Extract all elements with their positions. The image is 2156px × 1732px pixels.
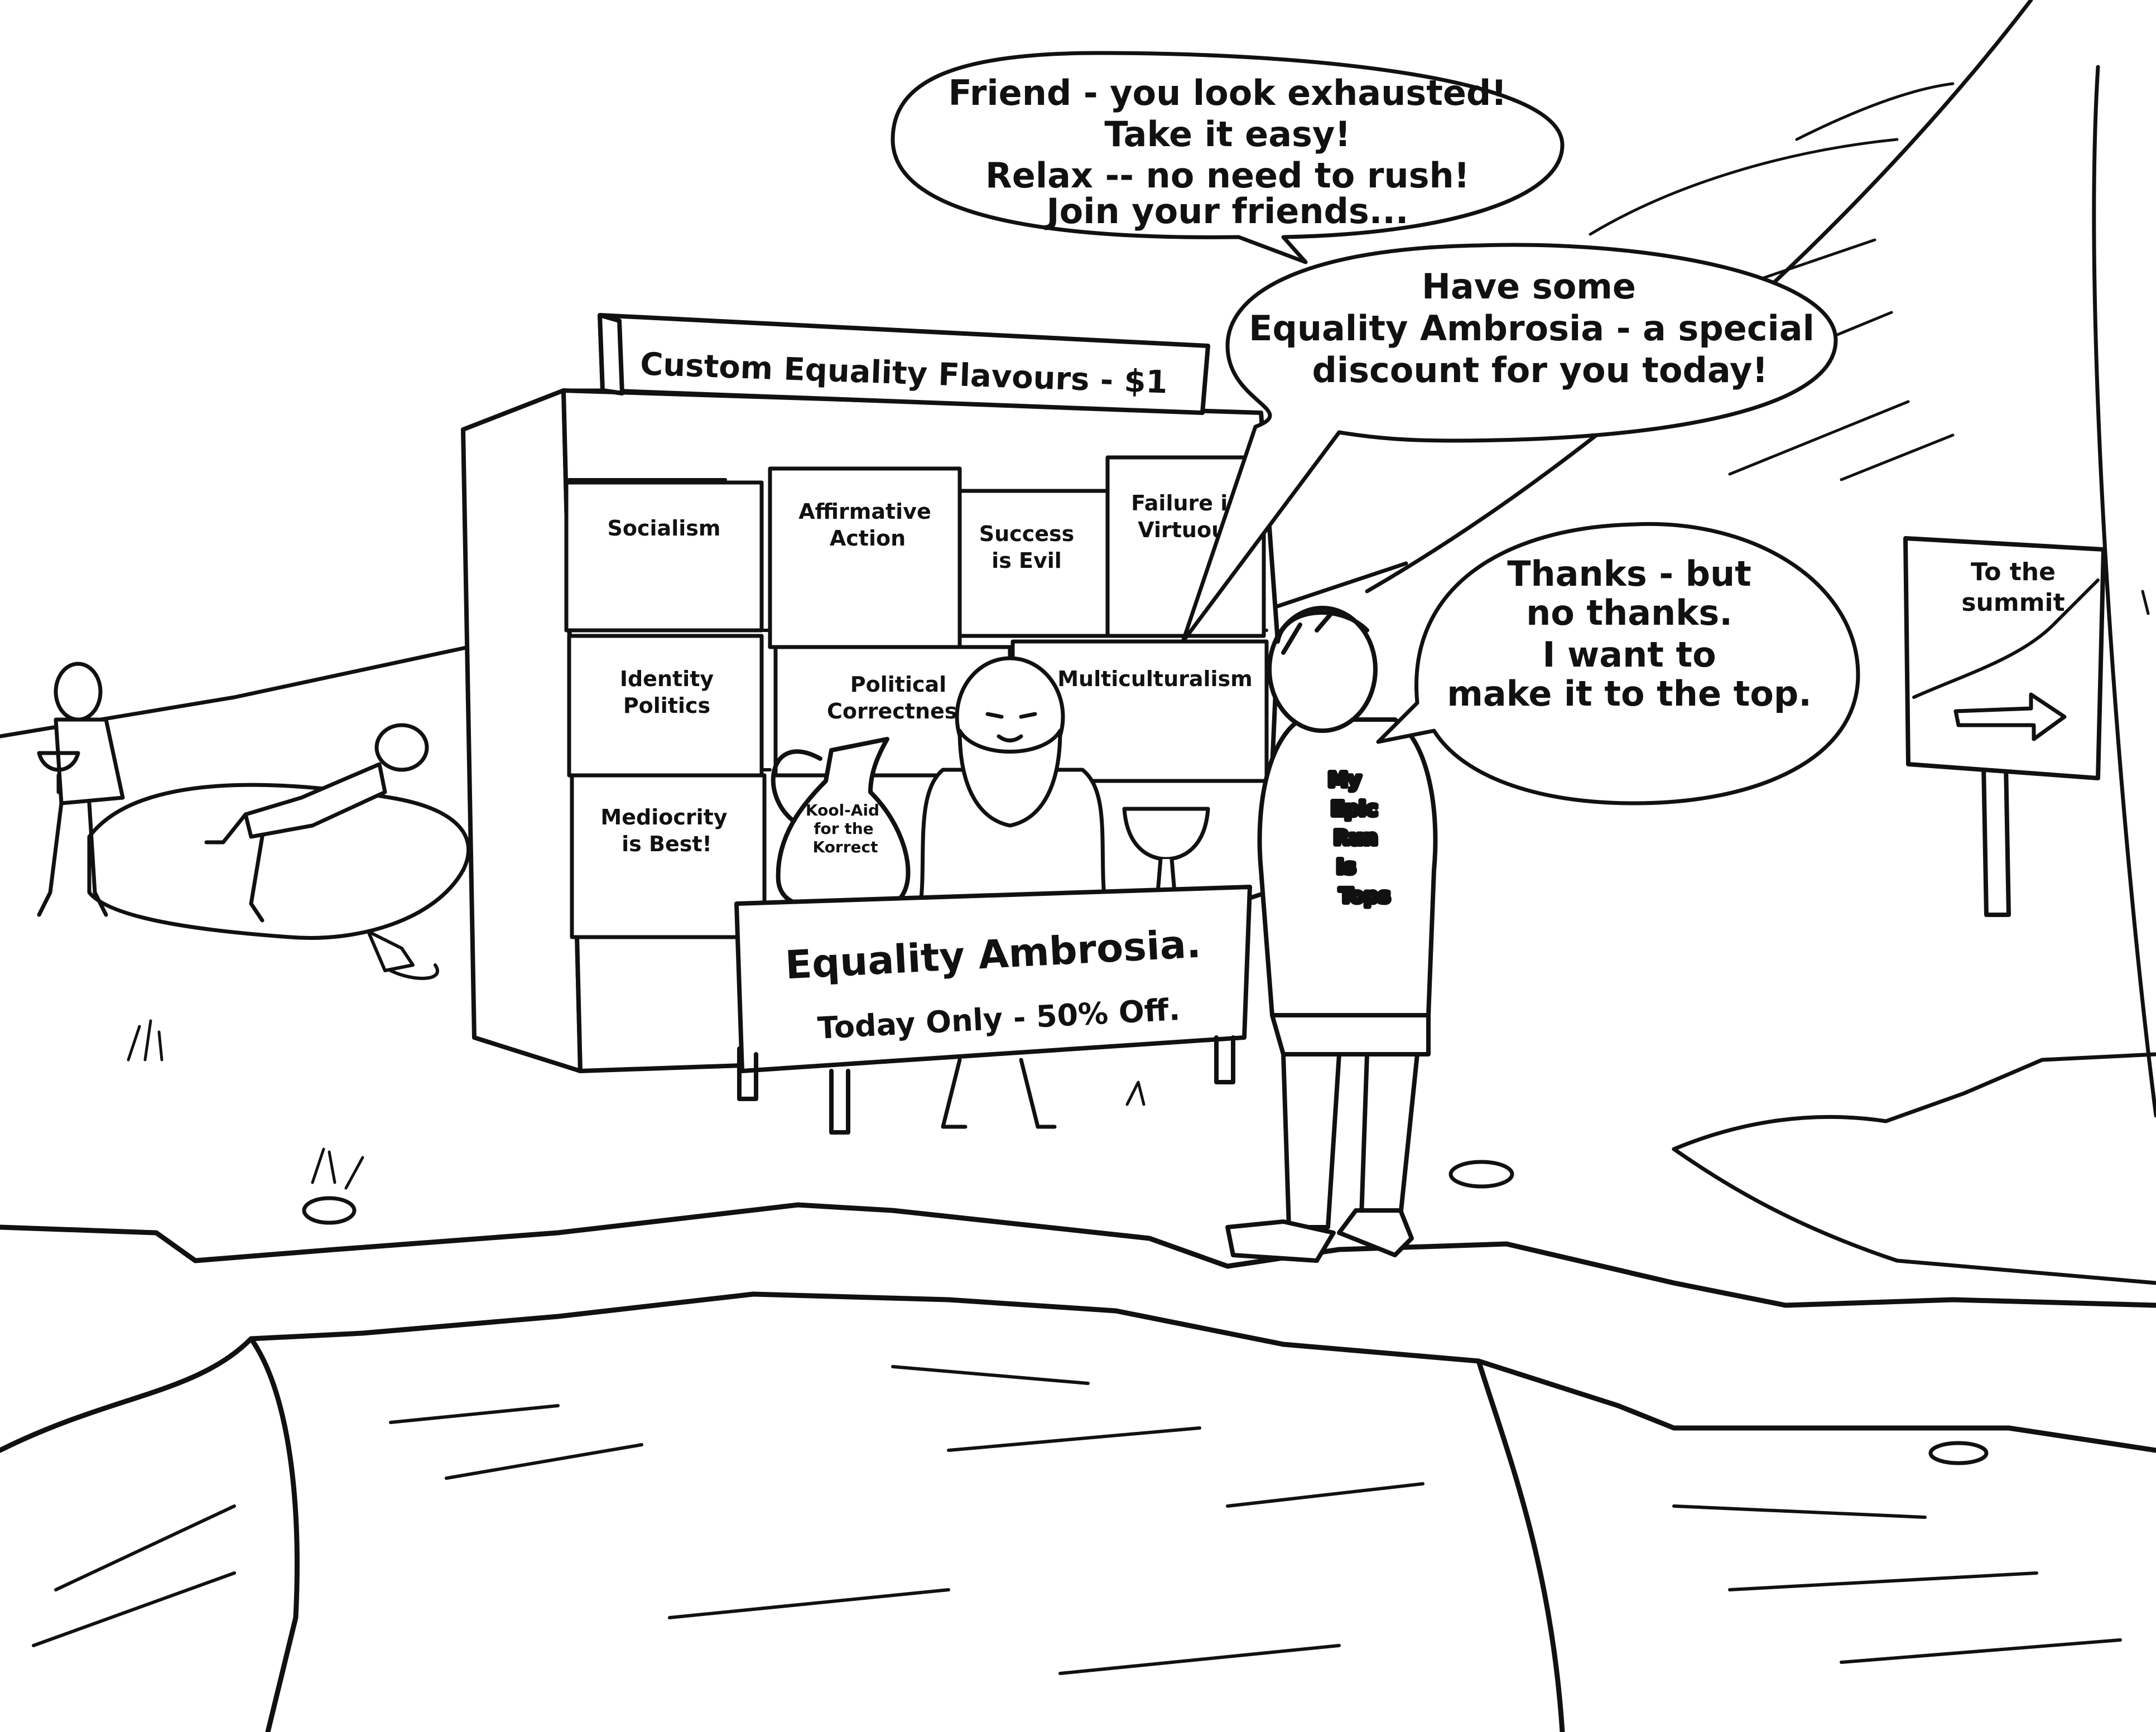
glass — [37, 751, 80, 794]
box-label-line: Multiculturalism — [1057, 667, 1253, 691]
runner: My Epic Run Is Tops — [1225, 606, 1438, 1263]
body — [243, 762, 387, 839]
box-label-line: Identity — [620, 667, 714, 691]
distant-rock-right — [1672, 1052, 2156, 1151]
stall-side-panel — [461, 388, 583, 1073]
vendor-beard — [957, 728, 1062, 828]
bubble-line: Relax -- no need to rush! — [985, 155, 1470, 196]
shirt-word: Epic — [1331, 798, 1378, 821]
arrow-right-icon — [1953, 692, 2067, 741]
box-success-is-evil: Success is Evil — [957, 489, 1110, 638]
bubble-line: Thanks - but — [1507, 553, 1751, 594]
box-label-line: is Evil — [992, 548, 1062, 573]
box-label-line: Political — [850, 672, 946, 697]
box-label-line: Socialism — [608, 516, 721, 541]
bubble-line: Take it easy! — [1104, 114, 1350, 155]
bubble-line: Have some — [1422, 266, 1636, 307]
cliff-face-left — [248, 1336, 300, 1732]
shirt-word: My — [1328, 769, 1361, 792]
bubble-line: Friend - you look exhausted! — [948, 73, 1507, 113]
cliff-face-center — [1476, 1358, 1565, 1732]
box-label-line: is Best! — [622, 832, 712, 856]
equality-stall: Custom Equality Flavours - $1 Socialism … — [461, 313, 1280, 1135]
plateau-horizon-line-right — [1270, 561, 1408, 610]
runner-shorts — [1270, 1013, 1431, 1056]
speech-bubble-vendor-greeting: Friend - you look exhausted! Take it eas… — [891, 51, 1565, 264]
foreground-cliffs — [0, 1202, 2156, 1732]
bubble-line: make it to the top. — [1447, 673, 1812, 714]
pebble — [1448, 1160, 1514, 1189]
bubble-line: Equality Ambrosia - a special — [1249, 308, 1815, 349]
box-socialism: Socialism — [564, 480, 764, 633]
seated-person — [37, 662, 125, 917]
runner-head — [1267, 606, 1378, 733]
bubble-line: discount for you today! — [1312, 350, 1768, 390]
beanbag — [87, 783, 470, 940]
bubble-line: I want to — [1542, 634, 1716, 675]
top-sign: Custom Equality Flavours - $1 — [598, 313, 1210, 415]
counter-legs — [737, 1035, 1235, 1135]
head — [374, 723, 429, 772]
cliff-edge-upper — [0, 1202, 2156, 1308]
vendor — [918, 656, 1107, 1129]
jug-label-line: Korrect — [812, 838, 878, 856]
speech-bubble-runner-reply: Thanks - but no thanks. I want to make i… — [1376, 522, 1860, 805]
box-identity-politics: Identity Politics — [567, 634, 764, 778]
box-mediocrity-is-best: Mediocrity is Best! — [570, 773, 767, 939]
bubble-line: Join your friends... — [1045, 191, 1409, 231]
signpost-pole — [1981, 762, 2011, 917]
box-label-line: Politics — [623, 693, 710, 718]
legs — [204, 812, 264, 923]
spill — [389, 963, 439, 980]
signpost-line: To the — [1971, 558, 2056, 586]
speech-bubble-vendor-offer: Have some Equality Ambrosia - a special … — [1181, 243, 1838, 644]
runner-hair — [1276, 609, 1369, 655]
spilled-cup — [367, 930, 439, 980]
box-label-line: Failure is — [1131, 491, 1240, 515]
box-affirmative-action: Affirmative Action — [768, 466, 962, 649]
bubble-shape — [891, 51, 1565, 264]
box-label-line: Success — [979, 522, 1074, 546]
counter-front — [734, 885, 1252, 1073]
jug-label-line: Kool-Aid — [806, 801, 879, 819]
rock-hatching — [32, 1365, 2122, 1675]
pebble — [1928, 1441, 1989, 1465]
jug-handle — [771, 749, 822, 822]
box-label-line: Affirmative — [798, 499, 931, 524]
top-sign-side — [598, 313, 624, 395]
summit-signpost: To the summit — [1903, 536, 2106, 917]
shirt-word: Is — [1336, 856, 1356, 879]
reclining-person — [204, 723, 429, 923]
box-label-line: Mediocrity — [600, 805, 727, 829]
vendor-legs-goat — [941, 1058, 1057, 1129]
bubble-shape — [1181, 243, 1838, 644]
mountain-slope-right — [2092, 65, 2156, 1118]
legs — [37, 801, 108, 917]
head — [54, 662, 103, 722]
distant-rock-edge — [1672, 1147, 2156, 1285]
shirt-word: Tops — [1339, 885, 1390, 908]
runner-shoes — [1225, 1208, 1414, 1263]
vendor-face — [985, 712, 1037, 742]
signpost-mountain-sketch — [1912, 578, 2100, 699]
crevasse-rim — [0, 1336, 254, 1453]
box-label-line: Action — [830, 526, 906, 551]
cliff-edge-lower — [248, 1291, 2156, 1453]
counter: Equality Ambrosia. Today Only - 50% Off. — [734, 885, 1252, 1135]
resting-figures — [37, 662, 470, 980]
bubble-line: no thanks. — [1526, 592, 1732, 633]
cup — [367, 930, 415, 972]
jug-label-line: for the — [814, 819, 873, 838]
shirt-word: Run — [1334, 827, 1378, 850]
box-label-line: Correctness — [827, 699, 970, 723]
signpost-line: summit — [1961, 588, 2064, 617]
pebble — [302, 1196, 357, 1225]
bubble-shape — [1376, 522, 1860, 805]
